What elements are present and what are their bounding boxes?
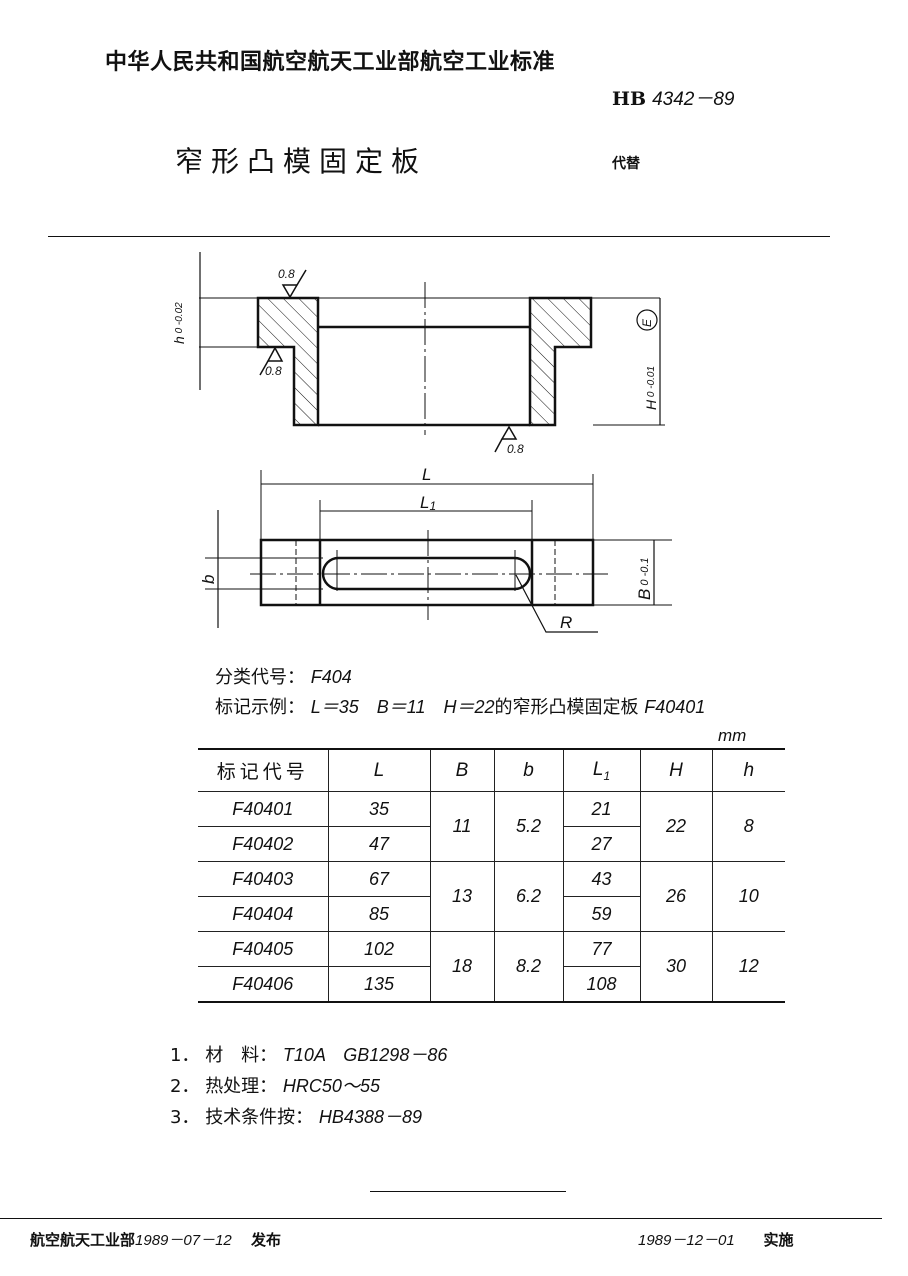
note-item: 2． 热处理： HRC50～55 xyxy=(170,1071,447,1102)
cell-L1: 43 xyxy=(562,861,640,897)
cell-code: F40403 xyxy=(198,861,328,897)
cell-H: 26 xyxy=(639,861,712,932)
standard-code: 4342－89 xyxy=(652,89,735,110)
header-divider xyxy=(48,236,830,237)
classification-label: 分类代号 xyxy=(215,667,287,688)
note-value: T10A GB1298－86 xyxy=(282,1045,448,1065)
marking-example: 标记示例： L＝35 B＝11 H＝22的窄形凸模固定板 F40401 xyxy=(215,697,706,718)
table-header-row: 标记代号 L B b L1 H h xyxy=(198,749,785,792)
issue-date: 1989－07－12 xyxy=(135,1232,232,1249)
cell-L: 102 xyxy=(327,931,430,967)
effective-info: 1989－12－01 实施 xyxy=(638,1229,794,1250)
plan-view-labels: L L1 b B 0 -0.1 R xyxy=(199,465,654,632)
note-value: HB4388－89 xyxy=(318,1107,422,1127)
section-view xyxy=(199,252,665,453)
header-L: L xyxy=(327,749,430,792)
end-rule xyxy=(370,1191,566,1192)
issue-info: 航空航天工业部1989－07－12 发布 xyxy=(30,1229,281,1250)
note-item: 3． 技术条件按： HB4388－89 xyxy=(170,1102,447,1133)
cell-L: 35 xyxy=(327,791,430,827)
issuer: 航空航天工业部 xyxy=(30,1231,136,1249)
dim-b-label: b xyxy=(199,575,218,584)
header-h: h xyxy=(711,749,785,792)
technical-drawing: 0.8 0.8 0.8 h 0 -0.02 H 0 -0.01 E xyxy=(171,252,672,633)
note-number: 3． xyxy=(170,1107,200,1128)
issue-label: 发布 xyxy=(251,1231,282,1249)
cell-B: 11 xyxy=(429,791,494,862)
cell-L1: 21 xyxy=(562,791,640,827)
document-title: 窄形凸模固定板 xyxy=(175,145,428,178)
replaces-label: 代替 xyxy=(612,156,640,172)
header-L1: L1 xyxy=(562,749,640,792)
roughness-bottom-label: 0.8 xyxy=(507,442,524,456)
cell-b: 8.2 xyxy=(493,931,563,1003)
note-value: HRC50～55 xyxy=(282,1076,380,1096)
cell-L: 67 xyxy=(327,861,430,897)
cell-L: 135 xyxy=(327,966,430,1003)
cell-B: 18 xyxy=(429,931,494,1003)
header-H: H xyxy=(639,749,712,792)
cell-L: 85 xyxy=(327,896,430,932)
cell-code: F40406 xyxy=(198,966,328,1003)
effective-label: 实施 xyxy=(763,1231,794,1249)
table-row: F40403 67 13 6.2 43 26 10 xyxy=(198,861,785,932)
header-b: b xyxy=(493,749,563,792)
cell-H: 30 xyxy=(639,931,712,1003)
note-number: 2． xyxy=(170,1076,200,1097)
cell-L1: 59 xyxy=(562,896,640,932)
cell-b: 6.2 xyxy=(493,861,563,932)
section-view-labels: 0.8 0.8 0.8 h 0 -0.02 H 0 -0.01 E xyxy=(171,267,659,456)
footer-divider xyxy=(0,1218,882,1219)
cell-code: F40401 xyxy=(198,791,328,827)
roughness-step-label: 0.8 xyxy=(265,364,282,378)
cell-B: 13 xyxy=(429,861,494,932)
dimension-table: 标记代号 L B b L1 H h F40401 35 11 5.2 21 22… xyxy=(198,748,785,1003)
cell-L1: 27 xyxy=(562,826,640,862)
table-row: F40401 35 11 5.2 21 22 8 xyxy=(198,791,785,862)
marking-example-params: L＝35 B＝11 H＝22 xyxy=(310,697,495,717)
note-label: 材 料： xyxy=(205,1045,278,1066)
dim-B-label: B 0 -0.1 xyxy=(635,557,654,600)
dim-h-label: h 0 -0.02 xyxy=(171,302,187,344)
note-item: 1． 材 料： T10A GB1298－86 xyxy=(170,1040,447,1071)
table-unit: mm xyxy=(718,726,747,745)
note-number: 1． xyxy=(170,1045,200,1066)
technical-notes: 1． 材 料： T10A GB1298－86 2． 热处理： HRC50～55 … xyxy=(170,1040,447,1133)
envelope-symbol: E xyxy=(640,318,654,327)
header-B: B xyxy=(429,749,494,792)
note-label: 技术条件按： xyxy=(205,1107,314,1128)
table-row: F40404 85 59 xyxy=(198,896,785,932)
cell-h: 10 xyxy=(711,861,785,932)
marking-example-code: F40401 xyxy=(644,697,706,717)
dim-R-label: R xyxy=(560,613,572,632)
cell-code: F40405 xyxy=(198,931,328,967)
plan-view xyxy=(205,470,672,633)
marking-example-label: 标记示例 xyxy=(215,697,287,718)
cell-h: 8 xyxy=(711,791,785,862)
table-row: F40405 102 18 8.2 77 30 12 xyxy=(198,931,785,1003)
cell-L1: 77 xyxy=(562,931,640,967)
dim-L1-label: L1 xyxy=(420,493,436,513)
roughness-top-label: 0.8 xyxy=(278,267,295,281)
cell-L: 47 xyxy=(327,826,430,862)
standard-prefix: HB xyxy=(612,88,647,110)
issuing-organization: 中华人民共和国航空航天工业部航空工业标准 xyxy=(105,50,556,75)
cell-L1: 108 xyxy=(562,966,640,1003)
effective-date: 1989－12－01 xyxy=(638,1232,735,1249)
cell-code: F40402 xyxy=(198,826,328,862)
table-row: F40402 47 27 xyxy=(198,826,785,862)
classification-value: F404 xyxy=(310,667,352,687)
standard-number: HB 4342－89 xyxy=(612,84,734,111)
classification-code: 分类代号： F404 xyxy=(215,667,352,688)
note-label: 热处理： xyxy=(205,1076,278,1097)
cell-h: 12 xyxy=(711,931,785,1003)
cell-code: F40404 xyxy=(198,896,328,932)
table-row: F40406 135 108 xyxy=(198,966,785,1003)
cell-b: 5.2 xyxy=(493,791,563,862)
dim-L-label: L xyxy=(422,465,431,484)
header-code: 标记代号 xyxy=(198,749,328,792)
marking-example-desc: 的窄形凸模固定板 xyxy=(494,697,639,718)
cell-H: 22 xyxy=(639,791,712,862)
dim-H-label: H 0 -0.01 xyxy=(643,366,659,410)
